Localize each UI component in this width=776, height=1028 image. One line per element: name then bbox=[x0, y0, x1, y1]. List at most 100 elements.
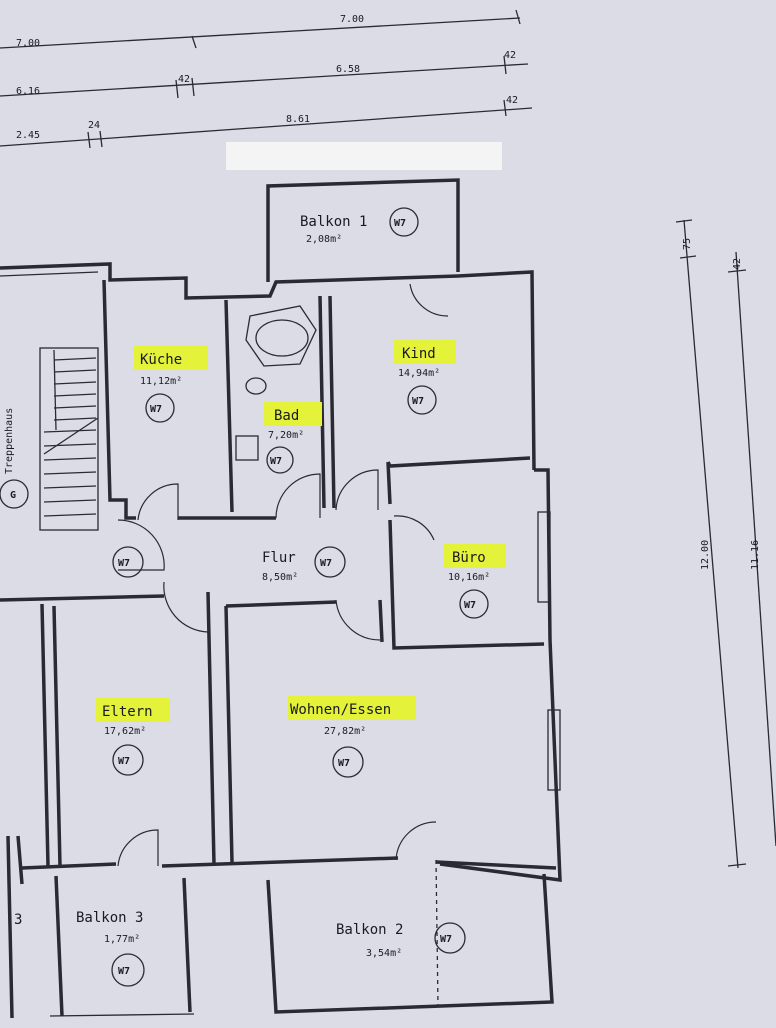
room-area: 27,82m² bbox=[324, 726, 366, 737]
room-tag-circle bbox=[389, 207, 419, 237]
dim-line-2 bbox=[0, 63, 529, 97]
bath-fixtures bbox=[235, 305, 317, 461]
room-name: Balkon 3 bbox=[76, 910, 143, 926]
room-name: Flur bbox=[262, 550, 296, 566]
dim-label: 42 bbox=[504, 50, 516, 61]
room-label-flur: Flur 8,50m² W7 bbox=[262, 546, 346, 583]
dim-tick bbox=[679, 255, 697, 259]
room-tag-circle bbox=[145, 393, 175, 423]
dim-line-1 bbox=[0, 17, 521, 49]
room-area: 8,50m² bbox=[262, 572, 298, 583]
room-label-balkon1: Balkon 1 2,08m² W7 bbox=[300, 207, 419, 245]
highlight-marker bbox=[444, 544, 506, 568]
room-area: 7,20m² bbox=[268, 430, 304, 441]
top-dimensions: 7.00 7.00 6.16 42 6.58 42 2.45 24 8.61 4… bbox=[0, 9, 533, 149]
room-tag-circle bbox=[112, 744, 144, 776]
dim-label: 42 bbox=[506, 95, 518, 106]
dim-line-3 bbox=[0, 107, 533, 147]
stair-treads bbox=[43, 349, 99, 517]
room-name: Küche bbox=[140, 352, 182, 368]
dim-line-right-2 bbox=[735, 251, 776, 847]
room-name: Eltern bbox=[102, 704, 153, 720]
room-tag: W7 bbox=[464, 600, 476, 611]
room-name: Wohnen/Essen bbox=[290, 702, 391, 718]
dim-tick bbox=[727, 863, 747, 867]
room-name: Kind bbox=[402, 346, 436, 362]
stairwell-label: Treppenhaus G bbox=[0, 408, 29, 509]
redacted-strip bbox=[226, 142, 502, 170]
walls bbox=[0, 178, 562, 1019]
room-tag: W7 bbox=[320, 558, 332, 569]
highlight-marker bbox=[134, 346, 208, 370]
room-name: Büro bbox=[452, 550, 486, 566]
highlight-marker bbox=[288, 696, 416, 720]
dim-label: 2.45 bbox=[16, 130, 40, 141]
dim-tick bbox=[503, 55, 507, 75]
dim-label: 24 bbox=[88, 120, 100, 131]
room-tag: W7 bbox=[440, 934, 452, 945]
dim-label: 7.00 bbox=[16, 38, 40, 49]
room-tag: W7 bbox=[412, 396, 424, 407]
room-label-balkon2: Balkon 2 3,54m² W7 bbox=[336, 922, 466, 959]
room-area: 3,54m² bbox=[366, 948, 402, 959]
dim-label: 7.00 bbox=[340, 14, 364, 25]
room-name: Balkon 2 bbox=[336, 922, 403, 938]
room-area: 1,77m² bbox=[104, 934, 140, 945]
partial-room-label: 3 bbox=[14, 912, 22, 928]
stair-tag-circle bbox=[0, 479, 29, 509]
room-label-balkon3: Balkon 3 1,77m² W7 bbox=[76, 910, 145, 987]
dim-label: 8.61 bbox=[286, 114, 310, 125]
highlight-marker bbox=[394, 340, 456, 364]
dim-tick bbox=[515, 9, 521, 25]
room-tag-circle bbox=[434, 922, 466, 954]
dim-label: 12.00 bbox=[700, 540, 711, 570]
room-label-bad: Bad 7,20m² W7 bbox=[264, 402, 322, 474]
dim-tick bbox=[87, 131, 91, 149]
room-tag-circle bbox=[459, 589, 489, 619]
dim-tick bbox=[675, 219, 693, 223]
dim-label: 42 bbox=[178, 74, 190, 85]
room-tag: W7 bbox=[118, 966, 130, 977]
highlight-marker bbox=[96, 698, 170, 722]
room-area: 10,16m² bbox=[448, 572, 490, 583]
stair-tag: G bbox=[10, 490, 16, 501]
room-area: 14,94m² bbox=[398, 368, 440, 379]
highlight-marker bbox=[264, 402, 322, 426]
stairwell-name: Treppenhaus bbox=[4, 408, 15, 474]
room-label-wohnen: Wohnen/Essen 27,82m² W7 bbox=[288, 696, 416, 778]
room-tag: W7 bbox=[270, 456, 282, 467]
room-label-buero: Büro 10,16m² W7 bbox=[444, 544, 506, 619]
room-label-eltern: Eltern 17,62m² W7 bbox=[96, 698, 170, 776]
dim-tick bbox=[191, 35, 197, 49]
room-tag: W7 bbox=[118, 756, 130, 767]
room-tag: W7 bbox=[150, 404, 162, 415]
room-tag-circle bbox=[266, 446, 294, 474]
dim-label: 6.16 bbox=[16, 86, 40, 97]
room-tag-circle bbox=[407, 385, 437, 415]
room-tag: W7 bbox=[118, 558, 130, 569]
dim-label: 11.16 bbox=[750, 540, 761, 570]
room-tag-circle bbox=[112, 546, 144, 578]
dim-tick bbox=[727, 269, 747, 273]
room-tag-circle bbox=[332, 746, 364, 778]
dim-label: 6.58 bbox=[336, 64, 360, 75]
room-tag: W7 bbox=[338, 758, 350, 769]
room-tag-hallway-west: W7 bbox=[112, 546, 144, 578]
dim-tick bbox=[191, 77, 195, 97]
dim-line-right-1 bbox=[683, 219, 739, 869]
room-tag-circle bbox=[111, 953, 145, 987]
right-dimensions: 75 42 12.00 11.16 bbox=[675, 219, 776, 869]
room-area: 17,62m² bbox=[104, 726, 146, 737]
dim-tick bbox=[175, 79, 179, 99]
dim-tick bbox=[99, 130, 103, 148]
door-swings bbox=[117, 283, 449, 1007]
room-label-kueche: Küche 11,12m² W7 bbox=[134, 346, 208, 423]
room-tag: W7 bbox=[394, 218, 406, 229]
room-area: 11,12m² bbox=[140, 376, 182, 387]
dim-tick bbox=[503, 99, 507, 117]
room-area: 2,08m² bbox=[306, 234, 342, 245]
room-label-kind: Kind 14,94m² W7 bbox=[394, 340, 456, 415]
dim-label: 42 bbox=[732, 258, 743, 270]
